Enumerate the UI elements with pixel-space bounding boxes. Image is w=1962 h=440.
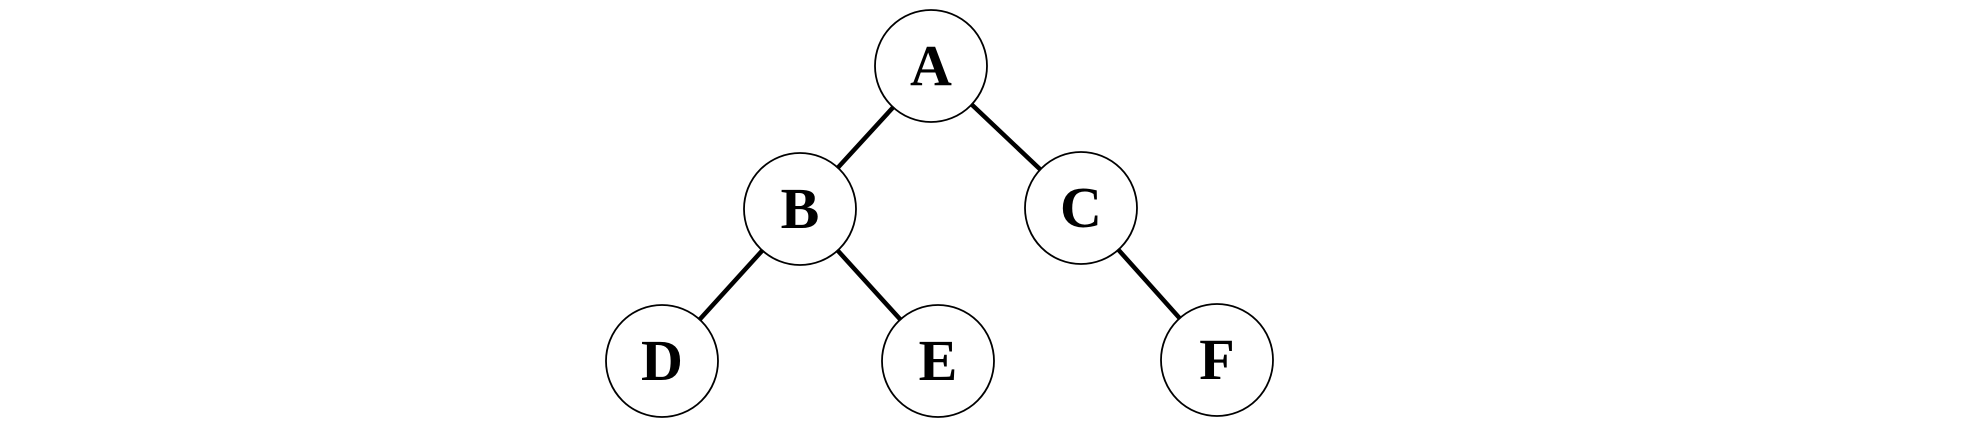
tree-node-label-C: C: [1060, 175, 1102, 240]
tree-node-E: E: [881, 304, 995, 418]
tree-node-D: D: [605, 304, 719, 418]
tree-node-circle-E: [881, 304, 995, 418]
tree-node-label-D: D: [641, 328, 683, 393]
tree-node-circle-D: [605, 304, 719, 418]
tree-node-circle-C: [1024, 151, 1138, 265]
tree-node-circle-B: [743, 152, 857, 266]
tree-node-label-A: A: [910, 33, 952, 98]
tree-node-label-E: E: [919, 328, 958, 393]
tree-node-A: A: [874, 9, 988, 123]
tree-node-circle-F: [1160, 303, 1274, 417]
tree-node-B: B: [743, 152, 857, 266]
tree-node-circle-A: [874, 9, 988, 123]
tree-node-label-B: B: [781, 176, 820, 241]
tree-node-C: C: [1024, 151, 1138, 265]
tree-node-F: F: [1160, 303, 1274, 417]
nodes-layer: A B C D E F: [605, 9, 1274, 418]
tree-node-label-F: F: [1199, 327, 1234, 392]
